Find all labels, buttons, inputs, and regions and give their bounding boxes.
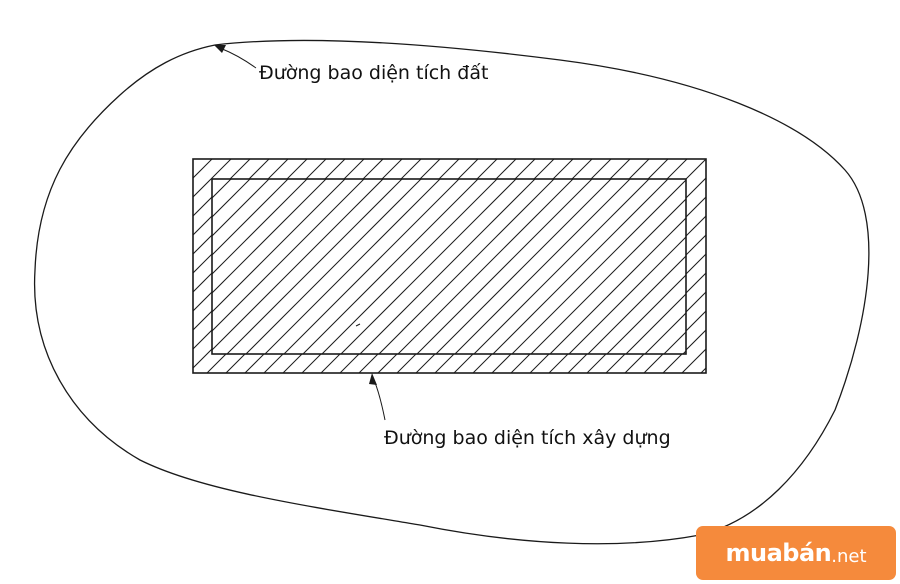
hatch-line — [454, 179, 631, 354]
land-boundary-label: Đường bao diện tích đất — [259, 62, 488, 84]
hatch-line — [835, 179, 900, 354]
hatch-line — [662, 159, 706, 373]
logo-domain-suffix: .net — [831, 545, 867, 567]
hatch-line — [212, 179, 270, 237]
hatch-line — [511, 179, 686, 354]
hatch-line — [891, 159, 900, 373]
hatch-line — [435, 179, 612, 354]
hatch-line — [212, 179, 365, 332]
hatch-line — [549, 217, 686, 354]
inner-area-hatch — [212, 179, 900, 354]
hatch-line — [193, 159, 251, 373]
hatch-line — [340, 179, 517, 354]
hatch-line — [778, 179, 900, 354]
hatch-line — [245, 179, 422, 354]
hatch-line — [378, 179, 555, 354]
inner-rectangle — [211, 178, 687, 355]
hatch-line — [720, 159, 900, 373]
hatch-line — [283, 179, 460, 354]
hatch-line — [777, 159, 900, 373]
hatch-line — [302, 179, 479, 354]
hatch-line — [397, 179, 574, 354]
building-boundary-arrow — [369, 373, 386, 421]
hatch-line — [193, 159, 232, 373]
hatch-line — [796, 159, 900, 373]
hatch-line — [816, 179, 900, 354]
hatch-line — [212, 179, 384, 351]
small-tick-mark — [355, 323, 361, 327]
hatch-line — [797, 179, 900, 354]
hatch-line — [212, 179, 232, 199]
hatch-line — [226, 179, 403, 354]
hatch-line — [644, 312, 686, 354]
hatch-line — [681, 159, 706, 373]
outer-rectangle — [192, 158, 707, 374]
hatch-line — [321, 179, 498, 354]
hatch-line — [492, 179, 669, 354]
hatch-line — [193, 159, 213, 373]
hatch-line — [212, 179, 308, 275]
hatch-line — [663, 331, 686, 354]
hatch-line — [416, 179, 593, 354]
hatch-line — [702, 179, 877, 354]
hatch-line — [193, 159, 308, 373]
hatch-line — [568, 236, 686, 354]
hatch-line — [834, 159, 900, 373]
hatch-line — [587, 255, 686, 354]
hatch-line — [721, 179, 896, 354]
logo-brand-text: muabán — [725, 539, 832, 567]
hatch-line — [759, 179, 900, 354]
hatch-line — [854, 179, 900, 354]
hatch-line — [739, 159, 900, 373]
hatch-line — [212, 179, 289, 256]
hatch-line — [700, 159, 706, 373]
hatch-line — [193, 159, 194, 373]
hatch-line — [473, 179, 650, 354]
hatch-line — [212, 179, 346, 313]
hatch-line — [853, 159, 900, 373]
hatch-line — [682, 350, 686, 354]
hatch-line — [193, 159, 289, 373]
hatch-line — [264, 179, 441, 354]
hatch-line — [212, 179, 213, 180]
hatch-line — [359, 179, 536, 354]
hatch-line — [212, 179, 327, 294]
hatch-line — [758, 159, 900, 373]
hatch-line — [625, 293, 686, 354]
hatch-line — [212, 179, 251, 218]
hatch-line — [872, 159, 900, 373]
hatch-line — [740, 179, 900, 354]
land-boundary-curve — [33, 39, 870, 545]
muaban-logo: muabán .net — [696, 526, 896, 580]
building-footprint — [192, 158, 900, 374]
building-boundary-label: Đường bao diện tích xây dựng — [384, 427, 671, 449]
hatch-line — [530, 198, 686, 354]
hatch-line — [193, 159, 270, 373]
hatch-line — [606, 274, 686, 354]
outer-wall-hatch — [193, 159, 900, 373]
land-boundary-arrow — [214, 45, 257, 69]
